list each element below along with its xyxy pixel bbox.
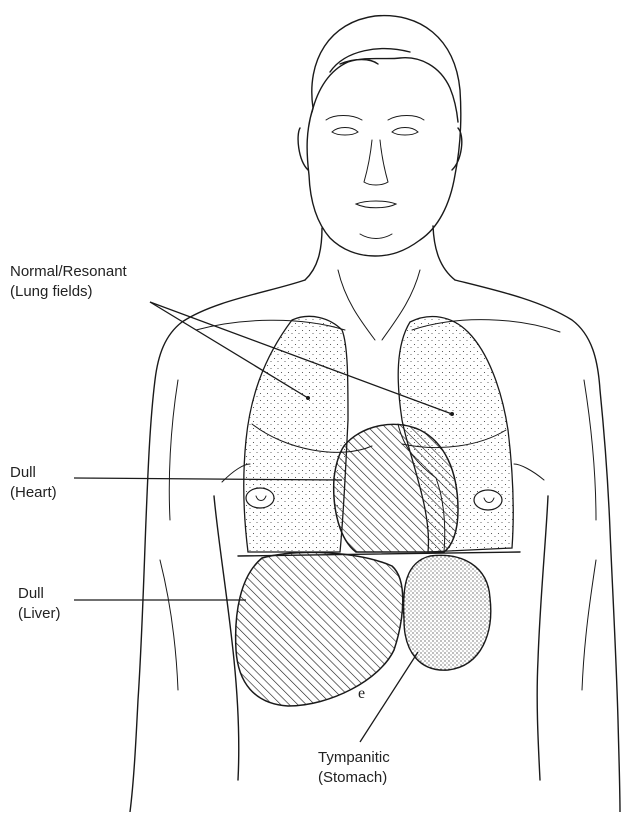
lung-fields-label: Normal/Resonant (Lung fields) — [10, 262, 127, 302]
head — [298, 16, 462, 256]
head-outline — [307, 16, 461, 256]
liver-label-line1: Dull — [18, 584, 61, 604]
heart-label: Dull (Heart) — [10, 463, 57, 503]
stomach-label: Tympanitic (Stomach) — [318, 748, 390, 788]
right-eye — [388, 116, 424, 136]
lung-label-line2: (Lung fields) — [10, 282, 127, 302]
left-eye — [326, 116, 362, 136]
mouth — [356, 201, 396, 208]
liver — [236, 552, 403, 706]
right-lung — [244, 316, 348, 552]
lung-label-line1: Normal/Resonant — [10, 262, 127, 282]
liver-label: Dull (Liver) — [18, 584, 61, 624]
heart-label-line2: (Heart) — [10, 483, 57, 503]
umbilicus-mark: e — [358, 685, 365, 702]
stomach — [404, 555, 491, 670]
nose — [364, 140, 388, 185]
liver-label-line2: (Liver) — [18, 604, 61, 624]
stomach-label-line1: Tympanitic — [318, 748, 390, 768]
heart-label-line1: Dull — [10, 463, 57, 483]
stomach-label-line2: (Stomach) — [318, 768, 390, 788]
chin — [360, 234, 392, 239]
hair — [298, 49, 462, 170]
